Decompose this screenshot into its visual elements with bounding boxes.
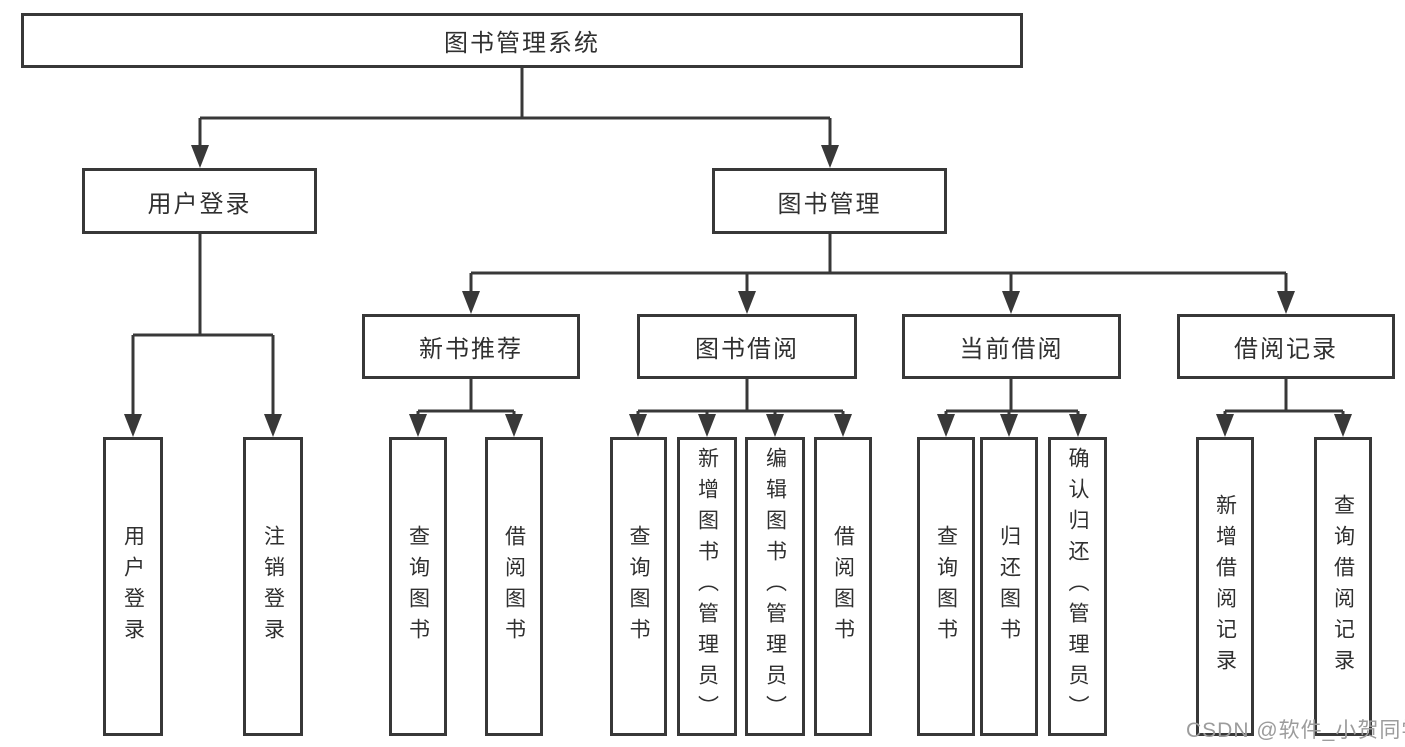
leaf-newbook-query: 查询图书 [389, 437, 447, 736]
leaf-record-add-label: 新增借阅记录 [1213, 493, 1237, 680]
node-book-borrow: 图书借阅 [637, 314, 857, 379]
leaf-current-return-label: 归还图书 [997, 524, 1021, 649]
leaf-borrow-query: 查询图书 [610, 437, 667, 736]
node-borrow-record-label: 借阅记录 [1234, 336, 1338, 363]
leaf-user-login: 用户登录 [103, 437, 163, 736]
node-user-login-label: 用户登录 [147, 190, 252, 218]
leaf-borrow-book: 借阅图书 [814, 437, 872, 736]
leaf-current-confirm-admin-label: 确认归还（管理员） [1066, 447, 1089, 726]
node-current-borrow-label: 当前借阅 [959, 336, 1064, 363]
node-book-management: 图书管理 [712, 168, 947, 234]
leaf-record-add: 新增借阅记录 [1196, 437, 1254, 736]
leaf-borrow-edit-admin-label: 编辑图书（管理员） [763, 447, 787, 726]
node-borrow-record: 借阅记录 [1177, 314, 1395, 379]
leaf-borrow-add-admin: 新增图书（管理员） [677, 437, 737, 736]
leaf-borrow-add-admin-label: 新增图书（管理员） [695, 447, 719, 726]
leaf-borrow-book-label: 借阅图书 [831, 524, 855, 649]
node-book-management-label: 图书管理 [777, 190, 882, 218]
leaf-borrow-edit-admin: 编辑图书（管理员） [745, 437, 805, 736]
leaf-logout: 注销登录 [243, 437, 303, 736]
arrowheads [124, 145, 1352, 437]
node-root-label: 图书管理系统 [444, 30, 600, 57]
leaf-user-login-label: 用户登录 [121, 524, 145, 649]
leaf-record-query: 查询借阅记录 [1314, 437, 1372, 736]
leaf-borrow-query-label: 查询图书 [627, 524, 650, 649]
leaf-logout-label: 注销登录 [261, 524, 285, 649]
leaf-current-query-label: 查询图书 [934, 524, 958, 649]
node-user-login: 用户登录 [82, 168, 317, 234]
leaf-newbook-borrow-label: 借阅图书 [502, 524, 526, 649]
leaf-current-confirm-admin: 确认归还（管理员） [1048, 437, 1107, 736]
csdn-watermark: CSDN @软件_小贺同学 [1186, 719, 1405, 742]
node-book-borrow-label: 图书借阅 [695, 336, 799, 363]
node-current-borrow: 当前借阅 [902, 314, 1121, 379]
leaf-record-query-label: 查询借阅记录 [1331, 493, 1355, 680]
leaf-newbook-borrow: 借阅图书 [485, 437, 543, 736]
node-new-book-recommend-label: 新书推荐 [419, 336, 523, 363]
leaf-current-query: 查询图书 [917, 437, 975, 736]
elbow-lines [131, 68, 1345, 418]
node-root: 图书管理系统 [21, 13, 1023, 68]
node-new-book-recommend: 新书推荐 [362, 314, 580, 379]
leaf-newbook-query-label: 查询图书 [406, 524, 430, 649]
leaf-current-return: 归还图书 [980, 437, 1038, 736]
